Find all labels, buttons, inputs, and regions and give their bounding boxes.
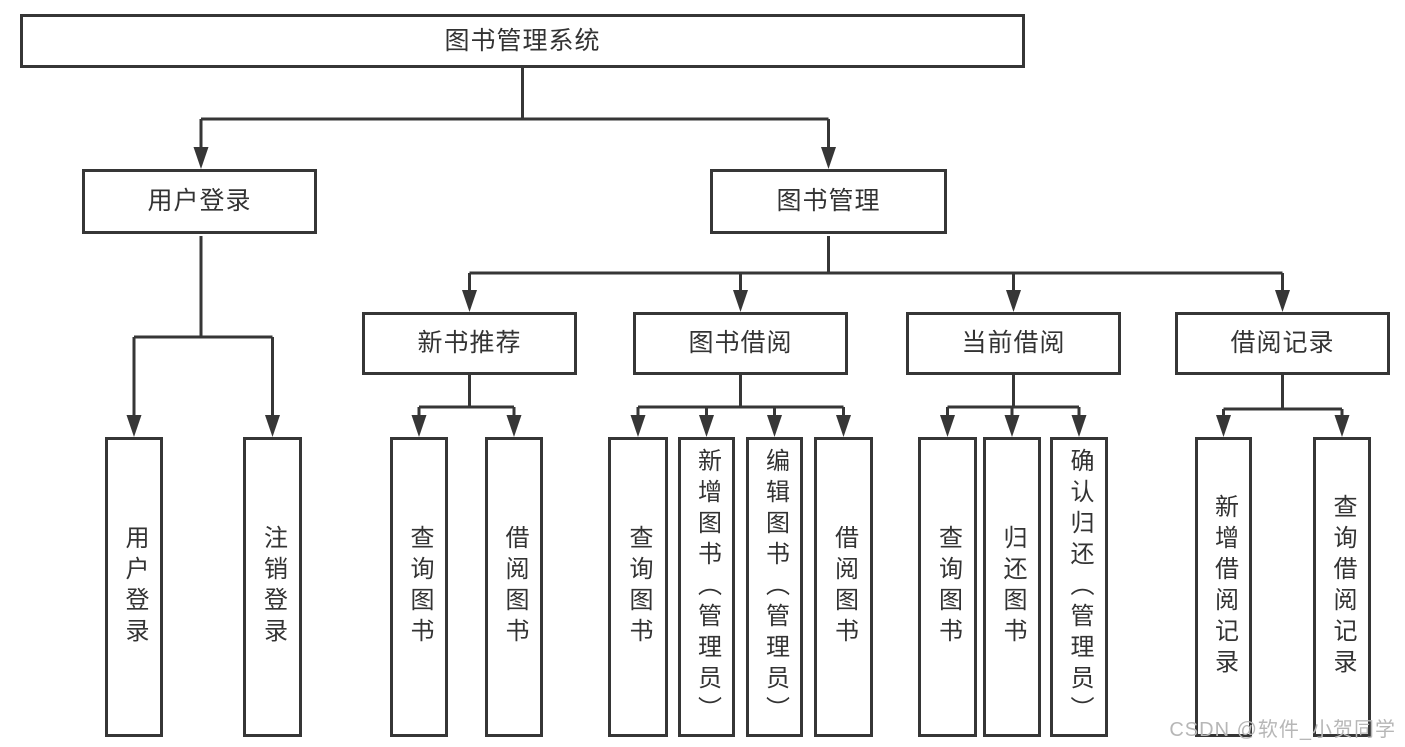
leaf-edit-book-admin: 编辑图书（管理员） (746, 437, 803, 737)
node-current-borrowing: 当前借阅 (906, 312, 1121, 375)
arrowhead (1275, 290, 1290, 312)
leaf-add-book-admin-label: 新增图书（管理员） (693, 447, 721, 727)
node-borrow-records-label: 借阅记录 (1230, 329, 1335, 357)
leaf-borrow-books-borrowing-label: 借阅图书 (830, 525, 858, 649)
arrowhead (821, 147, 836, 169)
arrowhead (767, 415, 782, 437)
leaf-query-books-recommend: 查询图书 (390, 437, 448, 737)
node-borrow-records: 借阅记录 (1175, 312, 1390, 375)
node-book-management: 图书管理 (710, 169, 947, 234)
leaf-user-login: 用户登录 (105, 437, 163, 737)
leaf-logout: 注销登录 (243, 437, 302, 737)
arrowhead (265, 415, 280, 437)
leaf-add-book-admin: 新增图书（管理员） (678, 437, 735, 737)
arrowhead (699, 415, 714, 437)
leaf-return-books: 归还图书 (983, 437, 1041, 737)
node-current-borrowing-label: 当前借阅 (961, 329, 1066, 357)
leaf-user-login-label: 用户登录 (121, 525, 148, 649)
leaf-return-books-label: 归还图书 (999, 525, 1026, 649)
leaf-logout-label: 注销登录 (259, 525, 287, 649)
leaf-query-books-current-label: 查询图书 (934, 525, 962, 649)
watermark: CSDN @软件_小贺同学 (1169, 719, 1396, 741)
leaf-confirm-return-admin-label: 确认归还（管理员） (1066, 447, 1093, 727)
arrowhead (1006, 290, 1021, 312)
leaf-add-borrow-record-label: 新增借阅记录 (1210, 494, 1238, 680)
arrowhead (733, 290, 748, 312)
node-user-login: 用户登录 (82, 169, 317, 234)
arrowhead (1004, 415, 1020, 437)
arrowhead (1071, 415, 1087, 437)
arrowhead (1216, 415, 1231, 437)
node-new-book-recommend: 新书推荐 (362, 312, 577, 375)
leaf-confirm-return-admin: 确认归还（管理员） (1050, 437, 1108, 737)
leaf-borrow-books-recommend: 借阅图书 (485, 437, 543, 737)
arrowhead (630, 415, 646, 437)
leaf-edit-book-admin-label: 编辑图书（管理员） (761, 447, 789, 727)
arrowhead (940, 415, 955, 437)
node-user-login-label: 用户登录 (147, 187, 252, 215)
leaf-borrow-books-recommend-label: 借阅图书 (501, 525, 528, 649)
node-new-book-recommend-label: 新书推荐 (417, 329, 522, 357)
node-root: 图书管理系统 (20, 14, 1025, 68)
leaf-query-books-recommend-label: 查询图书 (406, 525, 433, 649)
leaf-add-borrow-record: 新增借阅记录 (1195, 437, 1252, 737)
leaf-borrow-books-borrowing: 借阅图书 (814, 437, 873, 737)
arrowhead (411, 415, 427, 437)
leaf-query-borrow-record: 查询借阅记录 (1313, 437, 1371, 737)
node-book-borrowing-label: 图书借阅 (688, 329, 793, 357)
node-root-label: 图书管理系统 (444, 26, 601, 55)
node-book-management-label: 图书管理 (776, 187, 881, 215)
arrowhead (1334, 415, 1350, 437)
leaf-query-books-current: 查询图书 (918, 437, 977, 737)
arrowhead (836, 415, 851, 437)
leaf-query-books-borrowing: 查询图书 (608, 437, 668, 737)
node-book-borrowing: 图书借阅 (633, 312, 848, 375)
leaf-query-borrow-record-label: 查询借阅记录 (1329, 494, 1356, 680)
arrowhead (462, 290, 477, 312)
arrowhead (126, 415, 142, 437)
leaf-query-books-borrowing-label: 查询图书 (625, 525, 652, 649)
arrowhead (506, 415, 522, 437)
arrowhead (193, 147, 209, 169)
